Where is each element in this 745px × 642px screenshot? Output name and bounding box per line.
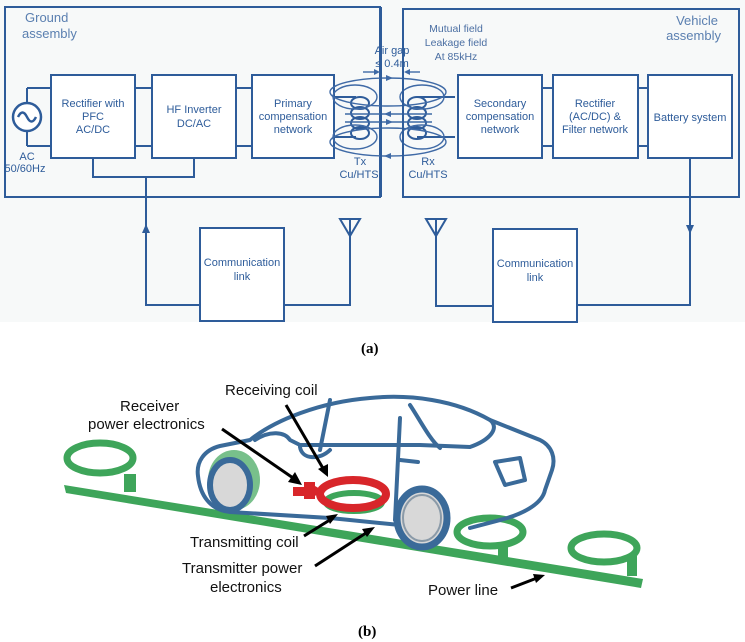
secondary-compensation-block: [457, 74, 543, 159]
label-transmitter-pe-1: Transmitter power: [182, 560, 302, 577]
caption-b: (b): [358, 624, 377, 640]
rectifier-pfc-text-1: Rectifier with: [62, 98, 125, 110]
air-gap-dimension: [363, 69, 420, 75]
ground-assembly-label-1: Ground: [25, 10, 68, 25]
magnetic-field-lines: [329, 75, 447, 159]
ground-assembly-label-2: assembly: [22, 26, 77, 41]
rectifier-filter-text-1: Rectifier: [575, 98, 616, 110]
rectifier-filter-block: [552, 74, 639, 159]
rectifier-filter-text-3: Filter network: [562, 124, 629, 136]
field-label-2: Leakage field: [425, 37, 488, 49]
hf-inverter-text-1: HF Inverter: [166, 104, 221, 116]
comm-left-text-2: link: [234, 271, 251, 283]
comm-left-text-1: Communication: [204, 257, 280, 269]
front-wheel: [393, 485, 451, 551]
air-gap-label-2: ≤ 0.4m: [375, 58, 409, 70]
primary-comp-text-2: compensation: [259, 111, 328, 123]
air-gap-label-1: Air gap: [375, 45, 410, 57]
label-receiver-pe-2: power electronics: [88, 416, 205, 433]
leader-arrows: [221, 404, 545, 590]
vehicle-assembly-label-1: Vehicle: [676, 13, 718, 28]
battery-text: Battery system: [654, 112, 727, 124]
rear-wheel: [207, 450, 260, 513]
tx-label-1: Tx: [354, 156, 367, 168]
tx-label-2: Cu/HTS: [339, 169, 378, 181]
ac-label-1: AC: [19, 151, 34, 163]
comm-link-right-block: [492, 228, 578, 323]
rectifier-pfc-block: [50, 74, 136, 159]
primary-comp-text-1: Primary: [274, 98, 312, 110]
ground-coil-1: [63, 439, 137, 492]
primary-comp-text-3: network: [274, 124, 313, 136]
power-line-rail: [64, 485, 643, 588]
rectifier-pfc-text-2: PFC: [82, 111, 104, 123]
vehicle-assembly-label-2: assembly: [666, 28, 721, 43]
rx-coil-icon: [407, 96, 455, 140]
caption-a: (a): [361, 341, 379, 357]
primary-compensation-block: [251, 74, 335, 159]
label-transmitter-pe-2: electronics: [210, 579, 282, 596]
ground-coil-4: [567, 530, 641, 576]
comm-right-text-1: Communication: [497, 258, 573, 270]
ac-source-icon: [11, 87, 51, 147]
label-transmitting-coil: Transmitting coil: [190, 534, 299, 551]
field-label-1: Mutual field: [429, 23, 483, 35]
rectifier-filter-text-2: (AC/DC) &: [569, 111, 622, 123]
panel-a-background: [0, 0, 745, 322]
ground-coil-3: [453, 514, 527, 564]
rx-label-2: Cu/HTS: [408, 169, 447, 181]
secondary-comp-text-1: Secondary: [474, 98, 527, 110]
hf-inverter-block: [151, 74, 237, 159]
secondary-comp-text-2: compensation: [466, 111, 535, 123]
field-label-3: At 85kHz: [435, 51, 478, 63]
rx-label-1: Rx: [421, 156, 435, 168]
receiver-power-electronics: [293, 482, 322, 499]
secondary-comp-text-3: network: [481, 124, 520, 136]
battery-comm-wire: [569, 158, 691, 306]
comm-link-left-block: [199, 227, 285, 322]
antenna-left-icon: [338, 218, 362, 238]
rectifier-pfc-text-3: AC/DC: [76, 124, 110, 136]
wpt-block-diagram: Ground assembly Vehicle assembly AC 50/6…: [4, 6, 740, 323]
arrow-up-icon: [142, 224, 150, 233]
label-receiving-coil: Receiving coil: [225, 382, 318, 399]
ac-label-2: 50/60Hz: [5, 163, 46, 175]
comm-right-text-2: link: [527, 272, 544, 284]
hf-inverter-text-2: DC/AC: [177, 118, 211, 130]
car-outline: [195, 394, 556, 530]
label-receiver-pe-1: Receiver: [120, 398, 179, 415]
label-power-line: Power line: [428, 582, 498, 599]
receiving-coil: [316, 476, 390, 512]
arrow-down-icon: [686, 225, 694, 234]
